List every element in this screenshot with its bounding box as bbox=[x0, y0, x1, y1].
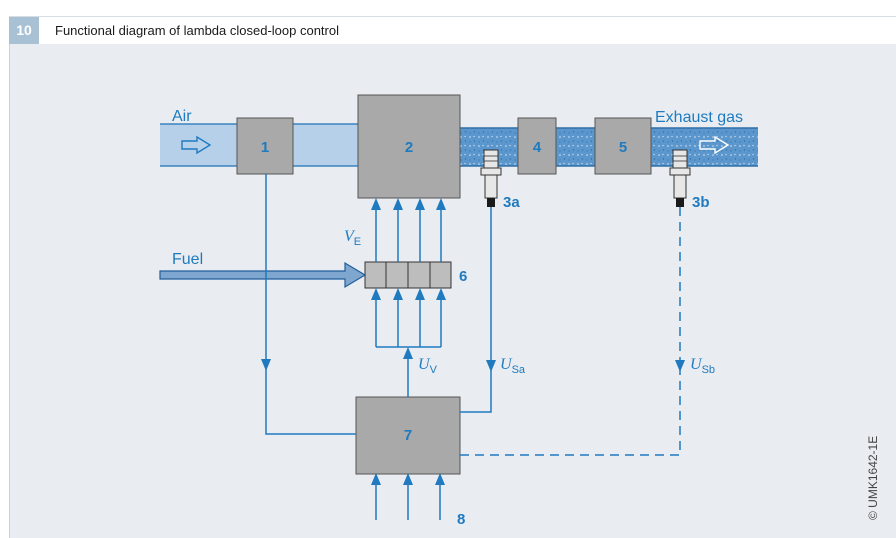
component-1-box bbox=[236, 117, 294, 175]
inputs-label: 8 bbox=[457, 511, 465, 528]
component-2-box bbox=[357, 94, 461, 199]
fuel-label: Fuel bbox=[172, 251, 203, 268]
lambda-sensor-3b-icon bbox=[669, 149, 691, 207]
component-7-label: 7 bbox=[404, 427, 412, 444]
signal-lines bbox=[261, 174, 685, 520]
injector-block bbox=[364, 261, 452, 289]
figure-code: UMK1642-1E bbox=[866, 435, 880, 508]
sensor-3b-label: 3b bbox=[692, 194, 710, 211]
air-flow-arrow-icon bbox=[181, 135, 212, 155]
component-1-label: 1 bbox=[261, 139, 269, 156]
component-4-box bbox=[517, 117, 557, 175]
figure-code-label: © UMK1642-1E bbox=[866, 436, 880, 520]
air-label: Air bbox=[172, 108, 192, 125]
sensor-3a-label: 3a bbox=[503, 194, 520, 211]
component-2-label: 2 bbox=[405, 139, 413, 156]
injector-block-label: 6 bbox=[459, 268, 467, 285]
usa-signal-label: USa bbox=[500, 356, 526, 376]
lambda-sensor-3a-icon bbox=[480, 149, 502, 207]
figure-number: 10 bbox=[9, 17, 39, 44]
exhaust-gas-label: Exhaust gas bbox=[655, 109, 743, 126]
usb-signal-label: USb bbox=[690, 356, 715, 376]
fuel-flow-arrow-icon bbox=[159, 261, 367, 289]
figure-title: Functional diagram of lambda closed-loop… bbox=[55, 23, 339, 38]
component-7-box bbox=[355, 396, 461, 475]
copyright-icon: © bbox=[866, 511, 880, 520]
component-4-label: 4 bbox=[533, 139, 542, 156]
component-5-label: 5 bbox=[619, 139, 627, 156]
figure-header: 10 Functional diagram of lambda closed-l… bbox=[9, 16, 896, 44]
ve-signal-label: VE bbox=[344, 228, 361, 248]
uv-signal-label: UV bbox=[418, 356, 438, 376]
exhaust-flow-arrow-icon bbox=[699, 135, 730, 155]
component-5-box bbox=[594, 117, 652, 175]
